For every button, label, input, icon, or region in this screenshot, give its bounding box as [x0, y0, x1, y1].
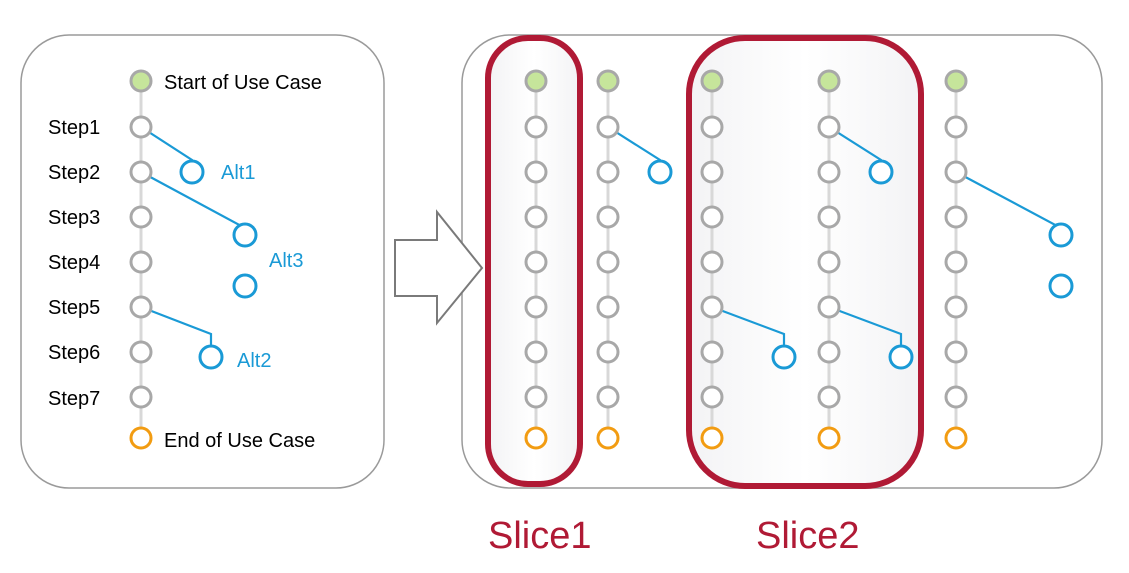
flow5-step-7-node [944, 385, 968, 409]
flow5-step-4-node [944, 250, 968, 274]
alt1-label: Alt1 [221, 162, 255, 184]
main-step-7-node [129, 385, 153, 409]
flow4-step-1-node [817, 115, 841, 139]
flow2-step-3-node [596, 205, 620, 229]
alt3-alt-node [232, 222, 258, 248]
slice1-label: Slice1 [488, 515, 592, 557]
flow3-step-5-node [700, 295, 724, 319]
flow1-end-node [524, 426, 548, 450]
start-of-use-case-label: Start of Use Case [164, 72, 322, 94]
flow4-alt2-alt-node [888, 344, 914, 370]
flow4-step-5-node [817, 295, 841, 319]
slice2-label: Slice2 [756, 515, 860, 557]
flow1-step-5-node [524, 295, 548, 319]
main-step-5-node [129, 295, 153, 319]
flow2-end-node [596, 426, 620, 450]
flow2-step-2-node [596, 160, 620, 184]
flow1-step-2-node [524, 160, 548, 184]
flow2-step-6-node [596, 340, 620, 364]
flow5-end-node [944, 426, 968, 450]
alt2-label: Alt2 [237, 350, 271, 372]
main-step-6-node [129, 340, 153, 364]
step-label-5: Step5 [48, 297, 100, 319]
alt1-alt-node [179, 159, 205, 185]
flow4-step-4-node [817, 250, 841, 274]
alt3-label: Alt3 [269, 250, 303, 272]
flow5-start-node [944, 69, 968, 93]
flow1-step-4-node [524, 250, 548, 274]
flow2-alt1-alt-node [647, 159, 673, 185]
flow2-step-7-node [596, 385, 620, 409]
alt2-alt-node [198, 344, 224, 370]
flow4-end-node [817, 426, 841, 450]
main-step-1-node [129, 115, 153, 139]
flow1-step-1-node [524, 115, 548, 139]
flow5-step-3-node [944, 205, 968, 229]
step-label-3: Step3 [48, 207, 100, 229]
flow2-step-4-node [596, 250, 620, 274]
alt3-alt-node [232, 273, 258, 299]
main-end-node [129, 426, 153, 450]
main-step-2-node [129, 160, 153, 184]
flow2-start-node [596, 69, 620, 93]
flow5-alt3-alt-node [1048, 273, 1074, 299]
flow4-step-7-node [817, 385, 841, 409]
end-of-use-case-label: End of Use Case [164, 430, 315, 452]
flow2-step-1-node [596, 115, 620, 139]
nodes-layer [129, 69, 1074, 450]
flow5-step-1-node [944, 115, 968, 139]
flow3-end-node [700, 426, 724, 450]
step-label-7: Step7 [48, 388, 100, 410]
step-label-2: Step2 [48, 162, 100, 184]
flow3-step-6-node [700, 340, 724, 364]
flow5-step-2-node [944, 160, 968, 184]
flow1-step-7-node [524, 385, 548, 409]
use-case-panel [20, 34, 385, 489]
step-label-1: Step1 [48, 117, 100, 139]
flow4-step-2-node [817, 160, 841, 184]
flow5-step-6-node [944, 340, 968, 364]
step-label-4: Step4 [48, 252, 100, 274]
flow3-start-node [700, 69, 724, 93]
flow3-step-2-node [700, 160, 724, 184]
main-step-3-node [129, 205, 153, 229]
flow1-start-node [524, 69, 548, 93]
step-label-6: Step6 [48, 342, 100, 364]
flow4-step-3-node [817, 205, 841, 229]
flow5-alt3-alt-node [1048, 222, 1074, 248]
flow4-step-6-node [817, 340, 841, 364]
main-step-4-node [129, 250, 153, 274]
flow3-step-1-node [700, 115, 724, 139]
flow3-step-3-node [700, 205, 724, 229]
flow3-step-4-node [700, 250, 724, 274]
slice2-box [686, 35, 924, 489]
flow4-alt1-alt-node [868, 159, 894, 185]
flow1-step-6-node [524, 340, 548, 364]
main-start-node [129, 69, 153, 93]
flow3-alt2-alt-node [771, 344, 797, 370]
flow2-step-5-node [596, 295, 620, 319]
right-arrow-icon [394, 209, 484, 326]
flow5-step-5-node [944, 295, 968, 319]
flow4-start-node [817, 69, 841, 93]
flow3-step-7-node [700, 385, 724, 409]
flow1-step-3-node [524, 205, 548, 229]
